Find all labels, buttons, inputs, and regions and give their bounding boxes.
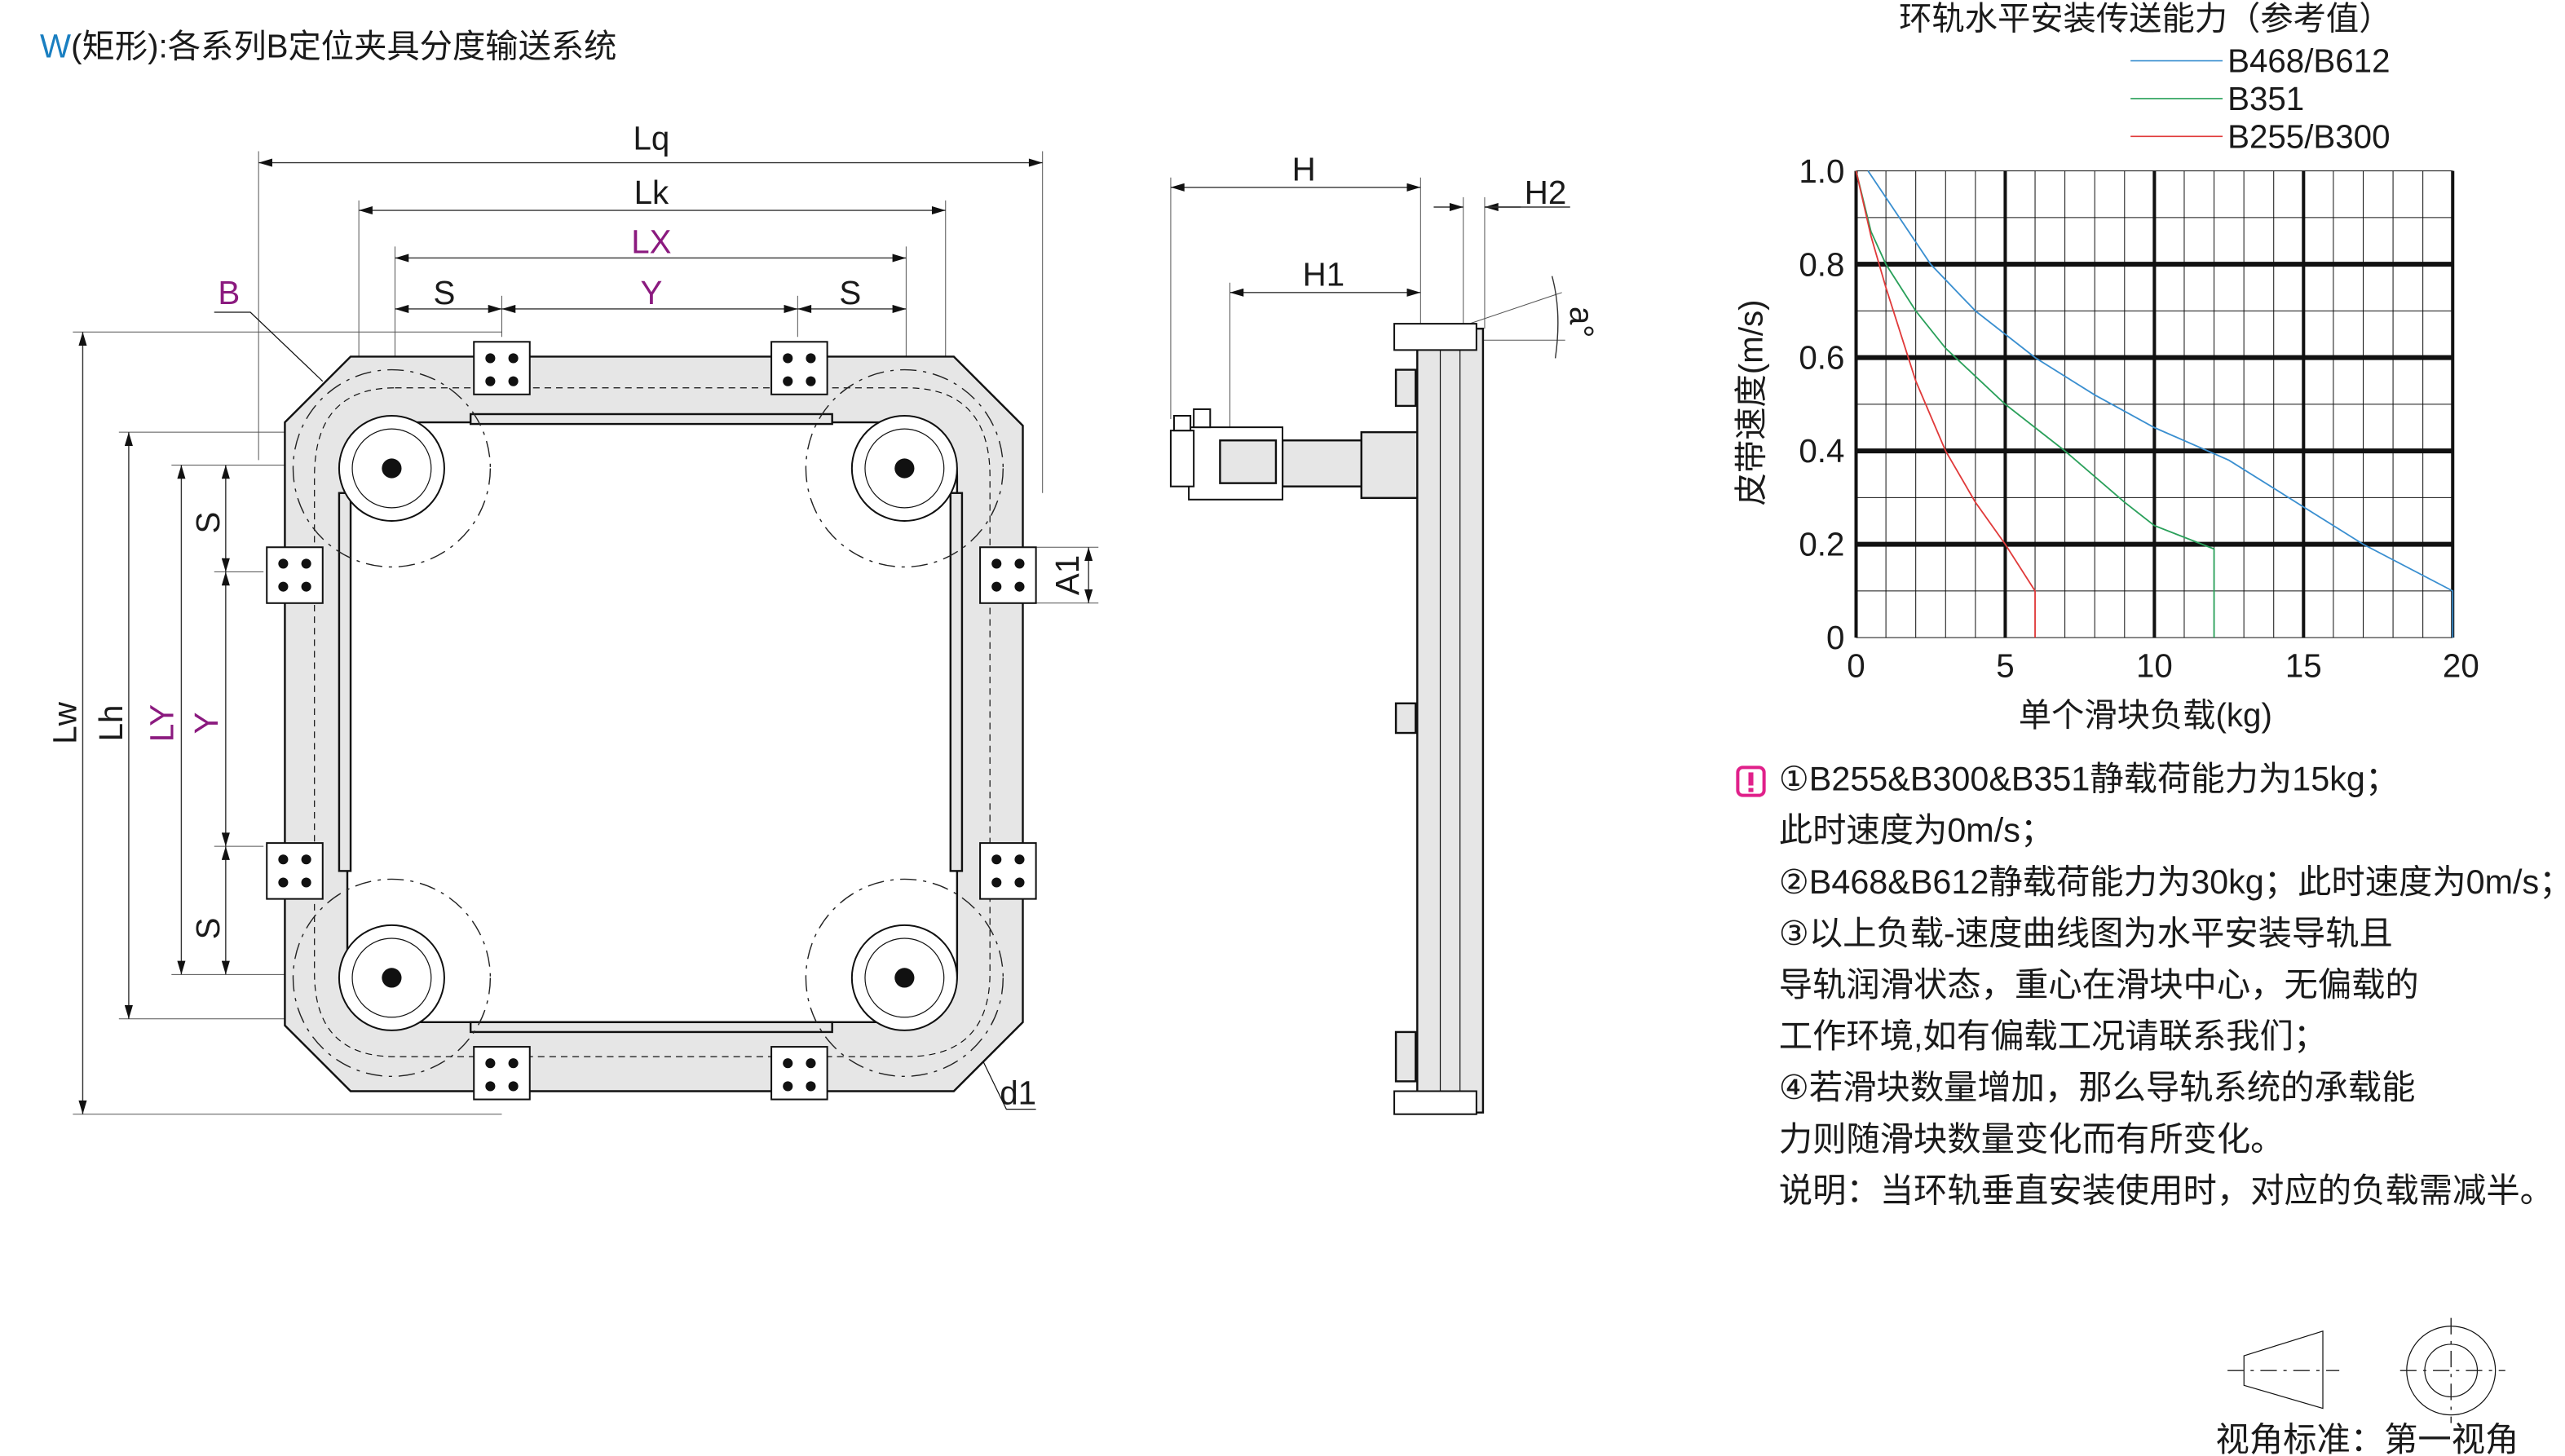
x-tick-label: 20: [2443, 648, 2479, 685]
idler-wheel: [805, 878, 1004, 1078]
x-tick-label: 15: [2285, 648, 2322, 685]
series-line: [1867, 170, 2454, 638]
chart-ticks: 0 5 10 15 20 0 0.2 0.4 0.6 0.8 1.0: [1799, 153, 2479, 685]
chart-grid: [1854, 170, 2455, 638]
dim-Y-left: Y: [188, 713, 225, 735]
dim-Lk: Lk: [634, 174, 669, 211]
label-d1: d1: [1000, 1075, 1036, 1112]
dim-S-top: S: [190, 512, 227, 534]
dim-S-right: S: [839, 275, 861, 311]
series-line: [1855, 170, 2215, 638]
dim-LX: LX: [631, 223, 671, 260]
first-angle-projection-symbol: 视角标准：第一视角: [2216, 1317, 2519, 1456]
dim-Lw: Lw: [46, 701, 83, 743]
legend-label: B468/B612: [2227, 43, 2390, 80]
dim-H1: H1: [1303, 257, 1345, 293]
page-title: W(矩形):各系列B定位夹具分度输送系统: [40, 29, 616, 65]
note-line: ④若滑块数量增加，那么导轨系统的承载能: [1779, 1069, 2416, 1106]
legend-label: B351: [2227, 81, 2304, 117]
title-prefix: W: [40, 29, 71, 65]
dim-S-left: S: [433, 275, 455, 311]
label-B: B: [218, 275, 240, 311]
title-text: (矩形):各系列B定位夹具分度输送系统: [71, 29, 616, 65]
y-tick-label: 1.0: [1799, 153, 1844, 190]
note-line: 导轨润滑状态，重心在滑块中心，无偏载的: [1779, 966, 2419, 1004]
series-line: [1855, 170, 2036, 638]
chart-xlabel: 单个滑块负载(kg): [2019, 697, 2272, 734]
notes: ①B255&B300&B351静载荷能力为15kg； 此时速度为0m/s； ②B46…: [1736, 761, 2565, 1209]
y-tick-label: 0.6: [1799, 340, 1844, 377]
warning-icon: [1736, 766, 1766, 797]
chart-ylabel: 皮带速度(m/s): [1733, 299, 1770, 505]
slider-carriages: [266, 341, 1037, 1101]
angle-a: a°: [1563, 307, 1600, 338]
note-line: ①B255&B300&B351静载荷能力为15kg；: [1779, 761, 2399, 798]
front-view: Lq Lk LX S Y S B Lw Lh LY Y S S A1 d1: [46, 120, 1099, 1115]
chart-title: 环轨水平安装传送能力（参考值）: [1899, 0, 2391, 37]
chart-series: [1855, 170, 2454, 638]
y-tick-label: 0: [1826, 620, 1844, 656]
note-line: 说明：当环轨垂直安装使用时，对应的负载需减半。: [1779, 1171, 2554, 1209]
note-line: 工作环境,如有偏载工况请联系我们；: [1779, 1017, 2327, 1055]
dim-Lq: Lq: [634, 120, 670, 157]
note-line: ②B468&B612静载荷能力为30kg；此时速度为0m/s；: [1779, 863, 2565, 901]
dim-Lh: Lh: [93, 705, 130, 742]
idler-wheel: [292, 878, 492, 1078]
note-line: 力则随滑块数量变化而有所变化。: [1779, 1120, 2285, 1158]
dim-S-bottom: S: [190, 917, 227, 939]
drive-wheel: [292, 368, 492, 568]
note-line: ③以上负载-速度曲线图为水平安装导轨且: [1779, 915, 2393, 952]
y-tick-label: 0.8: [1799, 246, 1844, 283]
note-line: 此时速度为0m/s；: [1779, 812, 2054, 849]
dim-H2: H2: [1525, 174, 1567, 211]
dim-LY: LY: [143, 704, 180, 742]
y-tick-label: 0.4: [1799, 433, 1844, 470]
x-tick-label: 0: [1847, 648, 1865, 685]
legend-label: B255/B300: [2227, 118, 2390, 155]
dim-H: H: [1292, 152, 1316, 188]
y-tick-label: 0.2: [1799, 527, 1844, 563]
x-tick-label: 5: [1996, 648, 2014, 685]
side-view: H H1 H2 a°: [1169, 152, 1600, 1115]
dim-Y-top: Y: [640, 275, 662, 311]
x-tick-label: 10: [2136, 648, 2173, 685]
projection-caption: 视角标准：第一视角: [2216, 1421, 2519, 1456]
dim-A1: A1: [1049, 555, 1086, 595]
drive-wheel: [805, 368, 1004, 568]
